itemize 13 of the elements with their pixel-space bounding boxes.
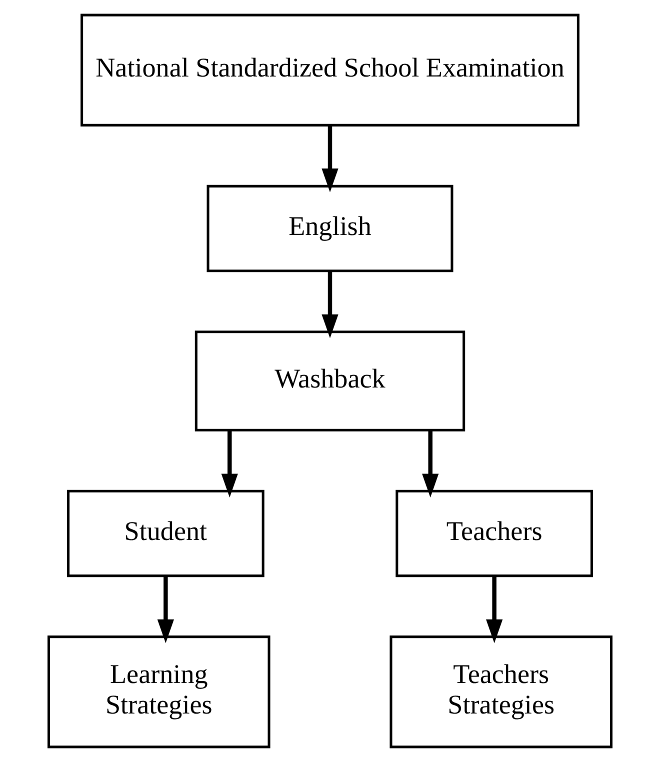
node-box: National Standardized School Examination [80, 14, 579, 126]
arrow [321, 271, 338, 338]
node-box: Student [66, 490, 264, 578]
arrow [422, 430, 438, 498]
arrow [156, 576, 174, 644]
arrow [220, 430, 238, 498]
node-box: English [206, 184, 453, 272]
node-box: Learning Strategies [47, 636, 270, 748]
arrow [321, 126, 338, 192]
node-box: Teachers [395, 490, 592, 578]
arrow [486, 576, 502, 644]
node-box: Teachers Strategies [389, 636, 612, 748]
node-box: Washback [194, 330, 465, 432]
